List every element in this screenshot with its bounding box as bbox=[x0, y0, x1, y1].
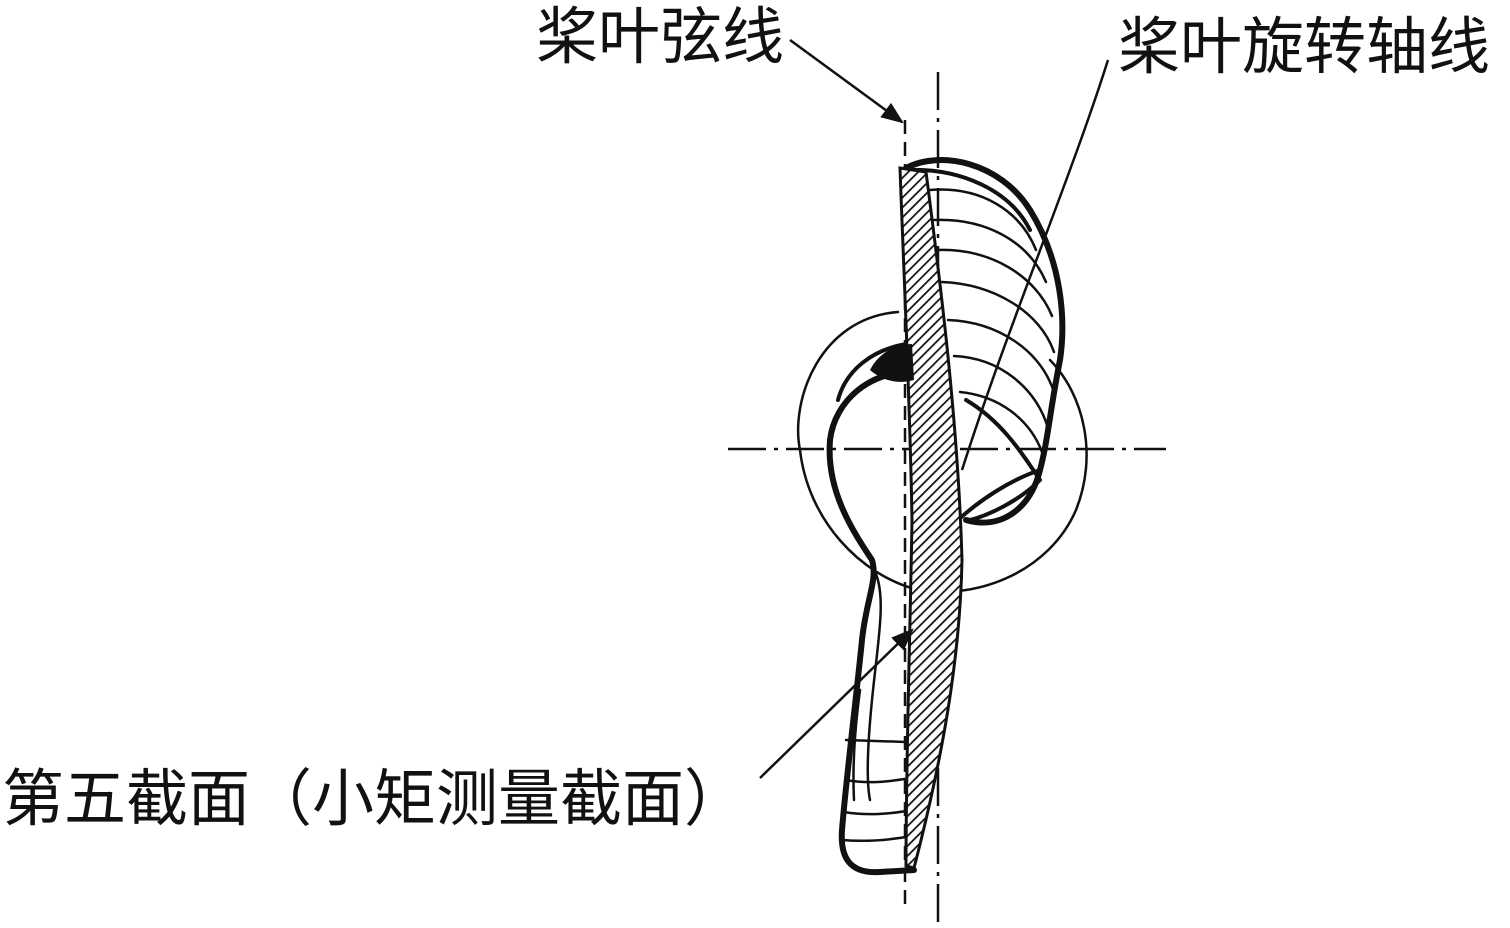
upper-section-arc-4 bbox=[940, 280, 1056, 354]
upper-section-arc-6 bbox=[952, 354, 1050, 430]
lower-section-line-4 bbox=[842, 808, 914, 816]
upper-section-arc-2 bbox=[932, 218, 1048, 284]
hatched-blade-section bbox=[898, 166, 964, 870]
hub-inner-contour bbox=[826, 369, 917, 876]
upper-blade-pocket bbox=[956, 468, 1042, 522]
upper-section-arc-7 bbox=[958, 390, 1044, 454]
upper-section-arc-3 bbox=[936, 248, 1054, 318]
upper-blade-top-edge bbox=[906, 167, 1032, 232]
hub-inner-arc bbox=[836, 342, 908, 402]
upper-section-arc-1 bbox=[928, 188, 1038, 252]
upper-blade-outer-profile bbox=[903, 157, 1066, 526]
rotation-axis-leader bbox=[960, 59, 1110, 471]
upper-section-arc-5 bbox=[946, 318, 1056, 394]
lower-inner-edge bbox=[866, 572, 882, 802]
lower-section-line-5 bbox=[840, 834, 914, 843]
lower-section-line-2 bbox=[844, 738, 908, 744]
chord-line-leader bbox=[789, 38, 904, 124]
lower-section-line-3 bbox=[844, 776, 912, 784]
label-blade-chord-line: 桨叶弦线 bbox=[536, 0, 784, 73]
upper-blade-inner-return bbox=[964, 398, 1042, 522]
fifth-section-leader bbox=[759, 628, 914, 779]
label-fifth-section: 第五截面（小矩测量截面） bbox=[2, 762, 746, 835]
hub-join-shading bbox=[870, 344, 914, 382]
label-blade-rotation-axis: 桨叶旋转轴线 bbox=[1118, 10, 1490, 83]
